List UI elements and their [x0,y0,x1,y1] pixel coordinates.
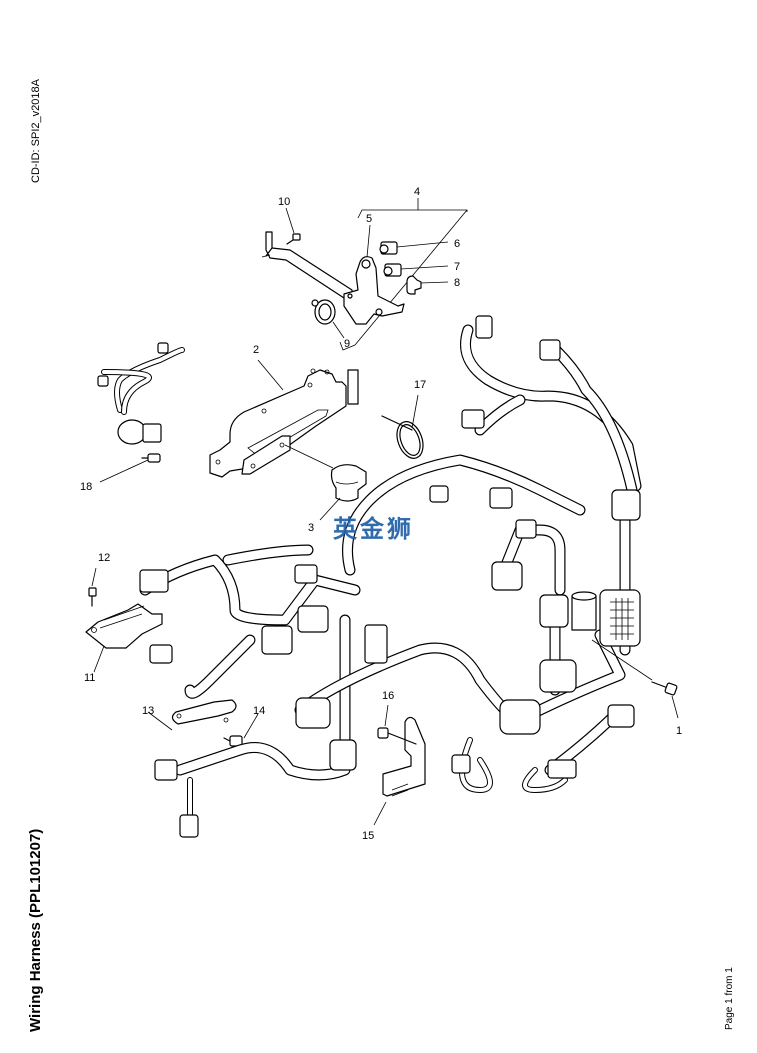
callout-1: 1 [676,725,682,737]
leader-13 [147,711,173,731]
connector [329,739,357,771]
callout-17: 17 [414,379,426,391]
cable-tie-17 [381,394,424,459]
ecu-connector [571,589,641,647]
callout-10: 10 [278,196,290,208]
connector [539,594,569,628]
leader-6 [396,241,449,248]
connector [461,409,485,429]
leader-1 [671,695,679,719]
callout-5: 5 [366,213,372,225]
wiring-harness-main [139,315,679,838]
callout-9: 9 [344,338,350,350]
connector [547,759,577,779]
leader-3 [319,497,341,521]
callout-labels: 1 2 3 4 5 6 7 8 9 10 11 12 13 14 15 16 1… [80,186,682,842]
connector [475,315,493,339]
bolt-1 [591,639,679,719]
clip-6 [379,241,398,255]
callout-14: 14 [253,705,265,717]
connector [515,519,537,539]
connector [364,624,388,664]
connector [539,659,577,693]
leader-12 [91,567,97,587]
kit-bracket-line-top [357,209,468,219]
clamp-9 [311,299,336,325]
leader-2 [257,359,284,391]
leader-8 [420,281,449,284]
callout-4: 4 [414,186,420,198]
connector [294,564,318,584]
connector [607,704,635,728]
watermark: 英金狮 [333,515,414,543]
leader-17 [411,394,419,429]
bracket-11 [85,567,163,673]
bar-bracket [261,231,353,299]
bolt-10 [286,233,301,245]
leader-10 [285,207,295,234]
leader-11 [93,645,105,673]
connector [179,814,199,838]
connector [429,485,449,503]
bracket-15 [373,704,426,826]
callout-12: 12 [98,552,110,564]
connector [139,569,169,593]
callout-11: 11 [84,672,95,684]
callout-15: 15 [362,830,374,842]
leader-14 [243,713,259,739]
connector [297,605,329,633]
clip-8 [406,275,422,295]
connector [539,339,561,361]
callout-6: 6 [454,238,460,250]
bracket-13 [147,699,237,731]
bracket-kit-group [261,198,468,351]
connector [451,754,471,774]
connector [149,644,173,664]
callout-8: 8 [454,277,460,289]
leader-16 [384,704,389,727]
callout-7: 7 [454,261,460,273]
leader-7 [400,265,449,270]
bolt-14 [223,713,259,747]
leader-15 [373,801,387,826]
callout-18: 18 [80,481,92,493]
connector [611,489,641,521]
callout-2: 2 [253,344,259,356]
connector [295,697,331,729]
sensor-18 [97,342,185,483]
callout-13: 13 [142,705,154,717]
clip-3 [319,464,367,521]
leader-5 [366,224,371,258]
clip-7 [383,263,402,277]
connector [154,759,178,781]
bracket-2 [209,359,359,478]
callout-3: 3 [308,522,314,534]
connector [499,699,541,735]
connector [491,561,523,591]
connector [489,487,513,509]
callout-16: 16 [382,690,394,702]
bracket-5 [343,256,405,325]
kit-bracket-line-bottom [339,341,356,351]
connector [261,625,293,655]
leader-9 [332,321,345,339]
leader-18 [99,459,149,483]
